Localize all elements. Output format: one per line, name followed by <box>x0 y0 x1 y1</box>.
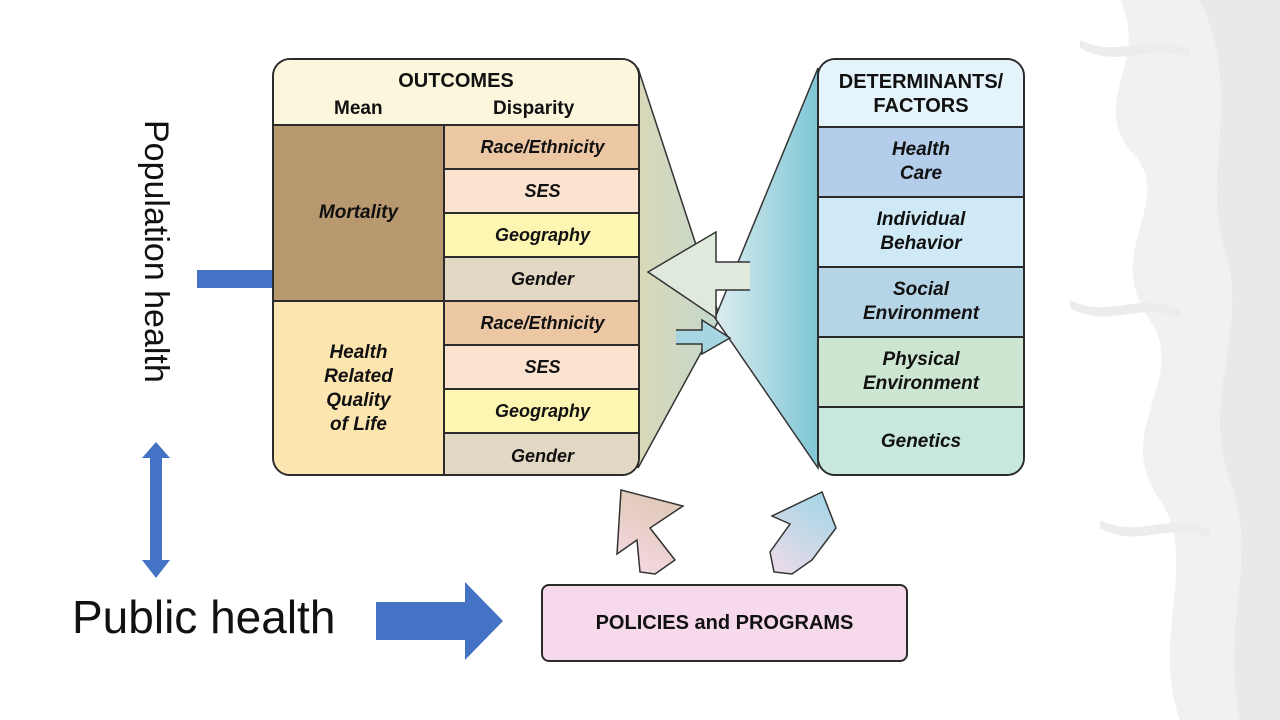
disparity-column-label: Disparity <box>493 98 575 119</box>
disparity-cell: Gender <box>445 434 638 474</box>
hrql-cell: Health Related Quality of Life <box>274 302 445 474</box>
public-health-arrow <box>376 582 503 660</box>
mortality-label: Mortality <box>318 202 399 223</box>
determinant-line: Social <box>893 279 949 300</box>
determinant-genetics: Genetics <box>819 408 1023 474</box>
left-arrow-shape <box>646 230 750 320</box>
determinant-line: Environment <box>862 303 980 324</box>
outcomes-header: OUTCOMES Mean Disparity <box>274 60 638 126</box>
population-health-label: Population health <box>137 120 175 383</box>
disparity-cell: Race/Ethnicity <box>445 126 638 170</box>
determinant-line: Care <box>899 163 943 184</box>
hrql-line: Quality <box>326 390 391 411</box>
determinant-line: Genetics <box>880 431 962 452</box>
determinant-line: Individual <box>876 209 966 230</box>
disparity-cell: Geography <box>445 214 638 258</box>
public-health-label: Public health <box>72 591 336 643</box>
up-arrow-right <box>769 490 837 575</box>
up-arrow-left <box>616 489 685 575</box>
hrql-line: of Life <box>329 414 387 435</box>
double-vertical-arrow <box>142 442 170 578</box>
determinant-line: Physical <box>882 349 960 370</box>
determinants-header: DETERMINANTS/ FACTORS <box>819 60 1023 128</box>
policies-and-programs-box: POLICIES and PROGRAMS <box>541 584 908 662</box>
outcomes-panel: OUTCOMES Mean Disparity Mortality Health… <box>272 58 640 476</box>
outcomes-title: OUTCOMES <box>398 70 514 92</box>
disparity-cell: Gender <box>445 258 638 302</box>
right-arrow-shape <box>676 318 732 356</box>
disparity-cell: SES <box>445 346 638 390</box>
hrql-line: Related <box>324 366 393 387</box>
determinants-title-line: FACTORS <box>873 95 969 117</box>
mortality-cell: Mortality <box>274 126 445 302</box>
hrql-line: Health <box>329 342 388 363</box>
disparity-cell: Race/Ethnicity <box>445 302 638 346</box>
determinant-line: Environment <box>862 373 980 394</box>
disparity-cell: SES <box>445 170 638 214</box>
mean-column-label: Mean <box>334 98 383 119</box>
determinants-title-line: DETERMINANTS/ <box>838 71 1004 93</box>
determinant-line: Health <box>891 139 951 160</box>
disparity-cell: Geography <box>445 390 638 434</box>
policies-label: POLICIES and PROGRAMS <box>595 611 854 634</box>
determinant-line: Behavior <box>880 233 962 254</box>
